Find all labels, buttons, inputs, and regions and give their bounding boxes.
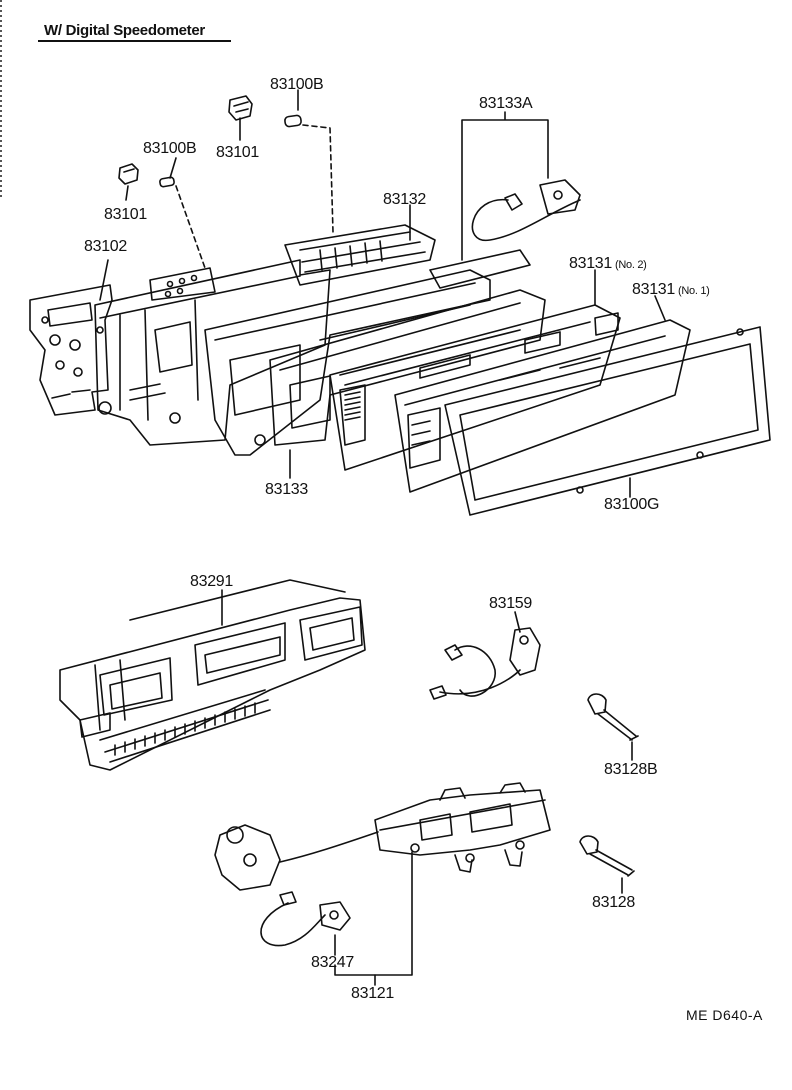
- label-83128: 83128: [592, 894, 635, 911]
- label-83128B: 83128B: [604, 761, 658, 778]
- harness-83247: [260, 891, 351, 947]
- bulb-upper: [284, 114, 302, 128]
- label-83100G: 83100G: [604, 496, 660, 513]
- bulb-socket-left: [118, 163, 139, 185]
- label-83291: 83291: [190, 573, 233, 590]
- label-83102: 83102: [84, 238, 127, 255]
- label-83131-no2: 83131(No. 2): [569, 255, 647, 272]
- dial-plate-83131-no2: [329, 304, 621, 471]
- label-83101-upper: 83101: [216, 144, 259, 161]
- label-83100B-lower: 83100B: [143, 140, 197, 157]
- printed-circuit-plate-83132: [204, 224, 491, 456]
- meter-housing-body: [94, 259, 331, 446]
- label-83133: 83133: [265, 481, 308, 498]
- label-83247: 83247: [311, 954, 354, 971]
- label-83101-lower: 83101: [104, 206, 147, 223]
- bulb-socket-upper: [228, 95, 253, 121]
- label-83132: 83132: [383, 191, 426, 208]
- label-83133A: 83133A: [479, 95, 533, 112]
- wire-harness-83133A: [471, 179, 581, 241]
- title-underline: [38, 40, 231, 42]
- diagram-code: ME D640-A: [686, 1007, 763, 1023]
- label-83121: 83121: [351, 985, 394, 1002]
- sensor-harness-83159: [429, 627, 541, 700]
- digital-display-board-83291: [59, 579, 366, 771]
- rear-case-plate-83102: [29, 284, 113, 416]
- diagram-title: W/ Digital Speedometer: [44, 22, 205, 39]
- label-83100B-upper: 83100B: [270, 76, 324, 93]
- label-83159: 83159: [489, 595, 532, 612]
- scan-edge-marks: [0, 0, 2, 200]
- case-frame-83133: [269, 249, 546, 446]
- speed-sensor-unit-83121: [374, 782, 551, 873]
- label-83131-no1: 83131(No. 1): [632, 281, 710, 298]
- bulb-pin-83128: [579, 835, 635, 877]
- front-glass-83100G: [444, 326, 771, 516]
- drive-motor: [214, 824, 379, 891]
- bulb-pin-83128B: [587, 693, 639, 741]
- dial-plate-83131-no1: [394, 319, 691, 493]
- bulb-left: [159, 176, 175, 188]
